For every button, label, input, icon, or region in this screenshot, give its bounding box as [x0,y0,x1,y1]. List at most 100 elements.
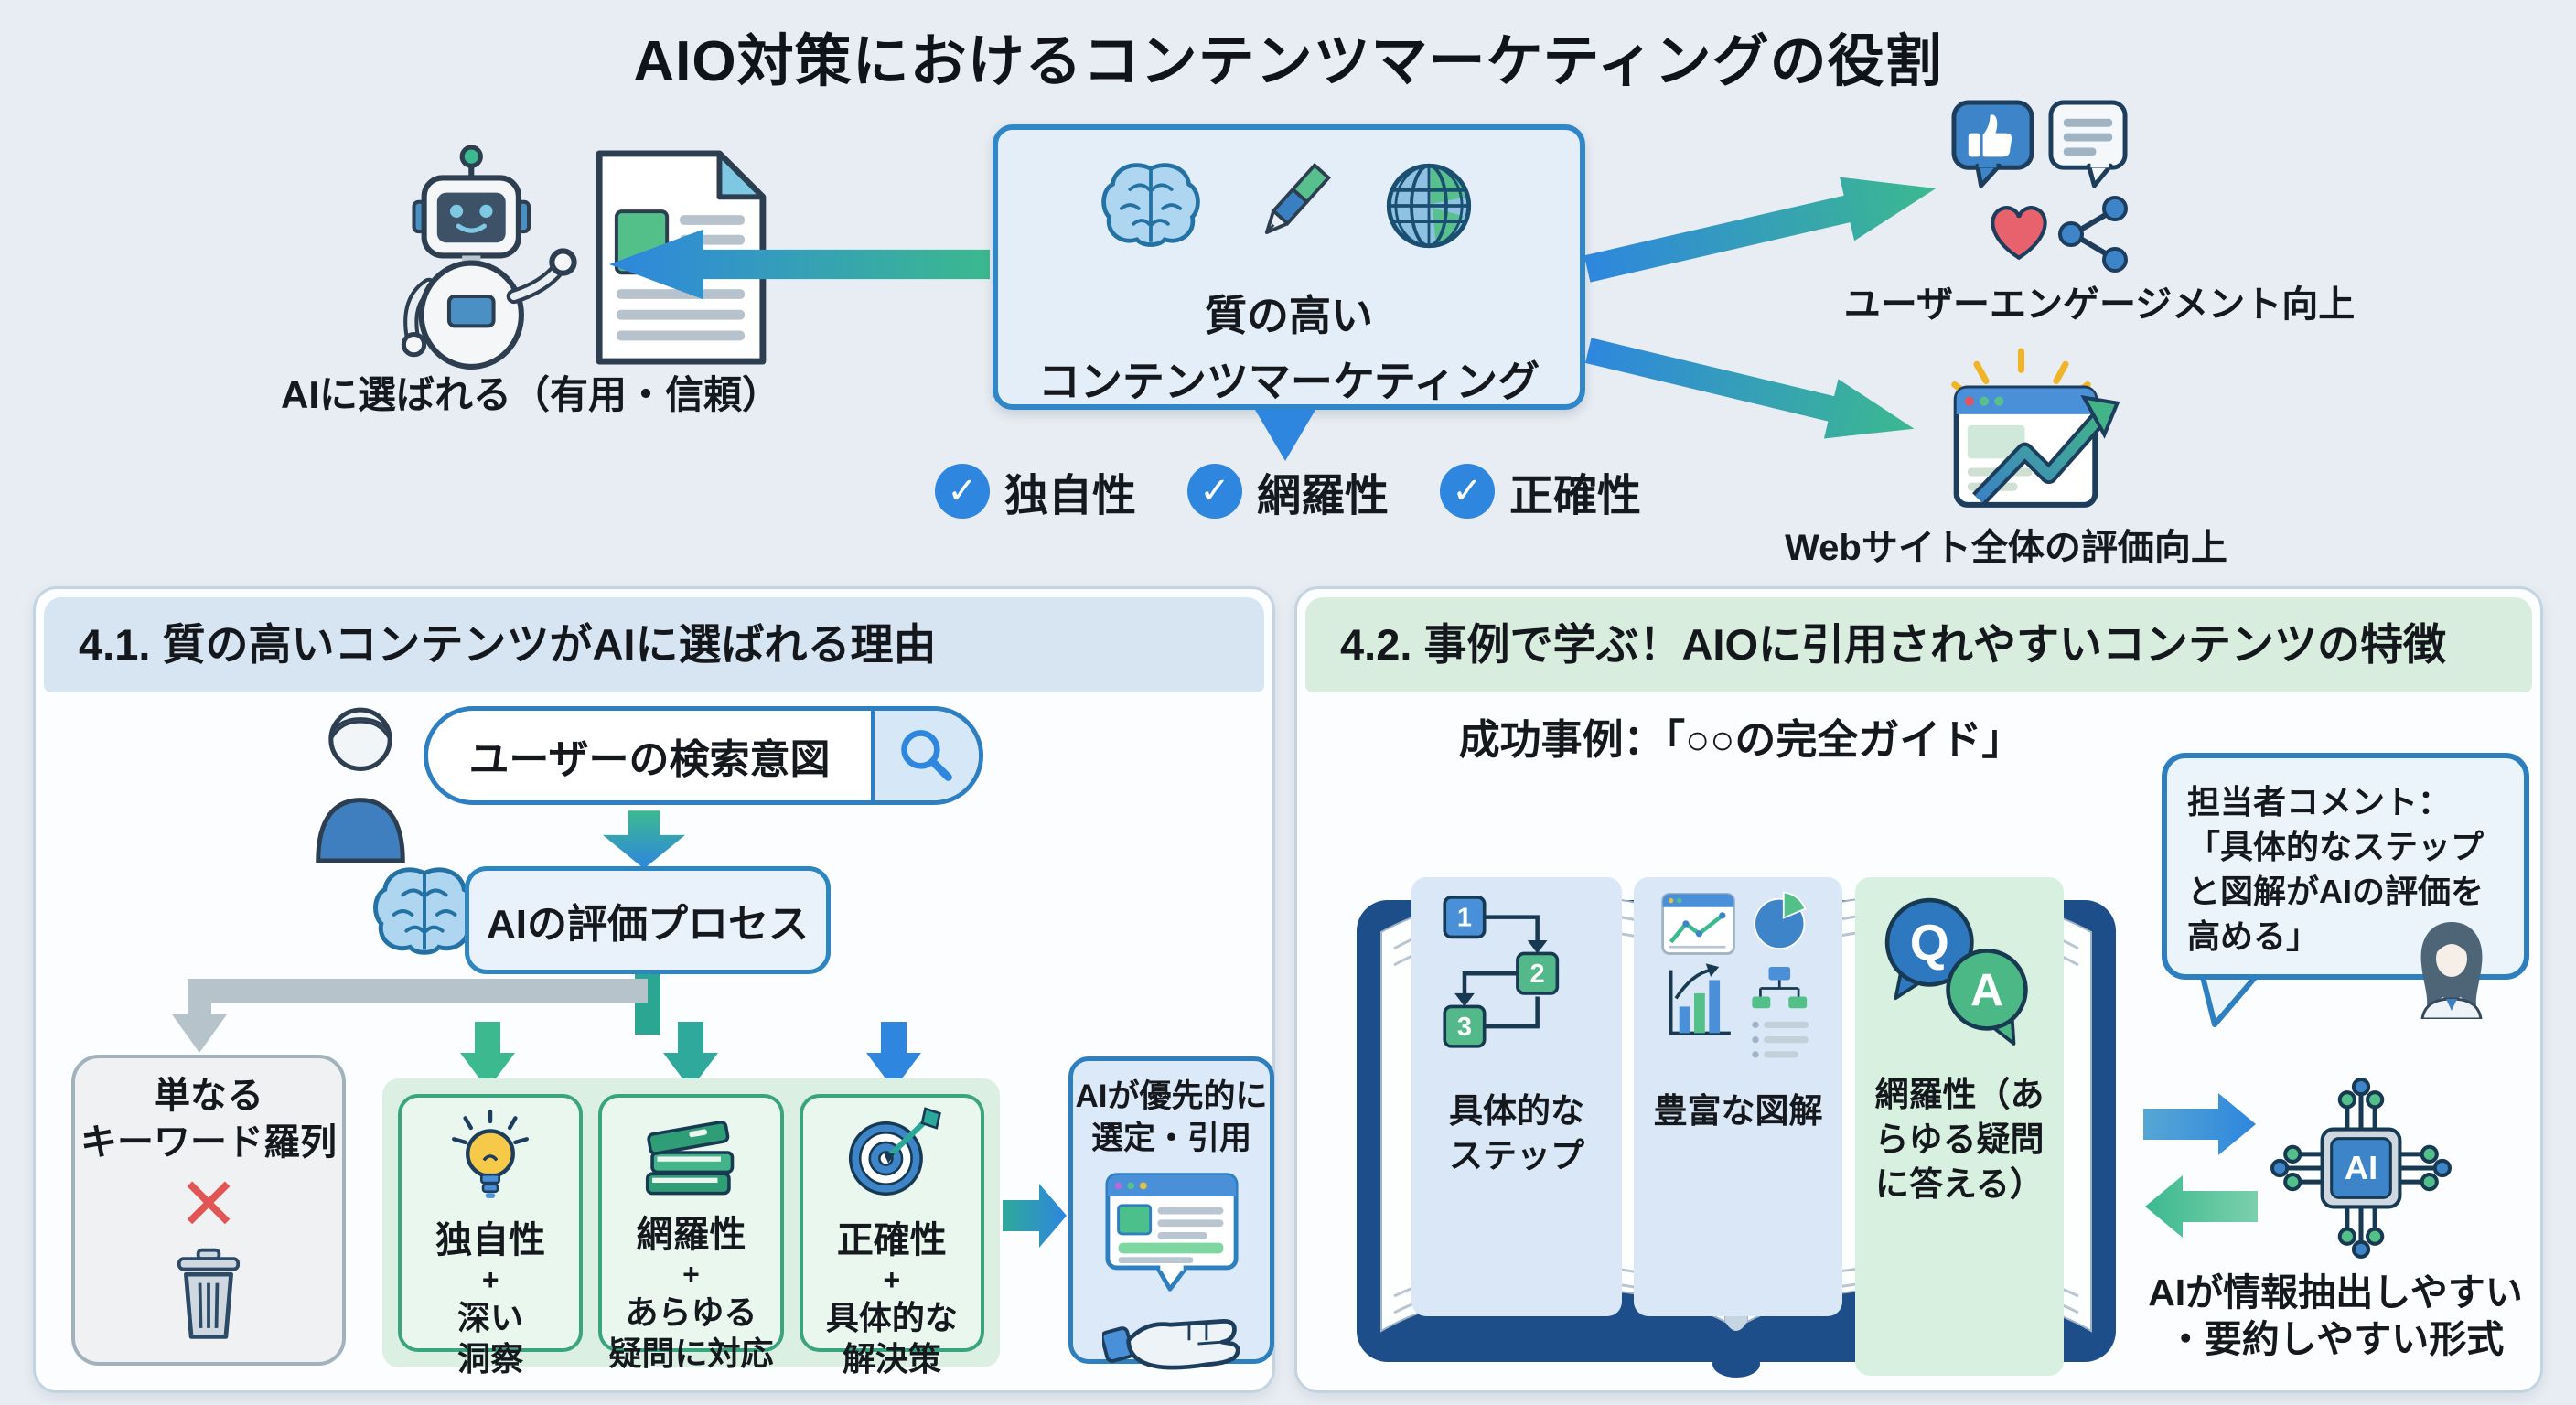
factors-container: 独自性 + 深い 洞察 網羅性 + あらゆる 疑 [382,1078,1000,1378]
format-line2: ・要約しやすい形式 [2166,1318,2505,1361]
search-value: ユーザーの検索意図 [468,737,831,782]
comment-line2: 「具体的なステップ [2187,827,2485,865]
factor-box-coverage: 網羅性 + あらゆる 疑問に対応 [598,1094,784,1372]
engagement-label: ユーザーエンゲージメント向上 [1843,284,2356,325]
target-icon [842,1107,942,1208]
reject-line1: 単なる [154,1076,263,1116]
panel-4-1-heading: 4.1. 質の高いコンテンツがAIに選ばれる理由 [44,597,1264,692]
brain-icon [370,862,478,967]
reject-box: 単なる キーワード羅列 ✕ [71,1055,346,1366]
a-letter: A [1970,964,2003,1015]
qa-icon: Q A [1877,890,2042,1059]
comment-icon [2047,99,2129,194]
factor-title: 独自性 [435,1220,546,1260]
comment-line4: 高める」 [2187,917,2320,955]
result-line2: 選定・引用 [1090,1120,1251,1156]
arrow-down-small-icon [1255,410,1315,461]
website-growth-icon [1921,340,2130,516]
card-label: らゆる疑問 [1874,1121,2045,1159]
ai-format-note: AIが情報抽出しやすい ・要約しやすい形式 [2125,1270,2546,1364]
step-number: 2 [1530,960,1545,989]
check-icon: ✓ [1440,464,1495,519]
reject-line2: キーワード羅列 [80,1122,337,1164]
pen-icon [1240,155,1342,262]
user-icon [308,695,413,870]
page-title: AIO対策におけるコンテンツマーケティングの役割 [633,30,1943,93]
quality-checks-row: ✓ 独自性 ✓ 網羅性 ✓ 正確性 [831,459,1745,523]
format-line1: AIが情報抽出しやすい [2148,1271,2523,1314]
panel-4-2-heading: 4.2. 事例で学ぶ！AIOに引用されやすいコンテンツの特徴 [1305,597,2532,692]
card-label: に答える） [1875,1165,2044,1204]
cross-mark-icon: ✕ [177,1164,240,1246]
center-box-line2: コンテンツマーケティング [1037,358,1540,405]
check-icon: ✓ [1186,464,1242,519]
card-label: 豊富な図解 [1653,1092,1823,1130]
comment-line1: 担当者コメント： [2187,783,2452,820]
comment-line3: と図解がAIの評価を [2187,872,2485,910]
step-number: 3 [1457,1013,1472,1042]
check-label: 独自性 [1004,472,1136,520]
panel-4-1: 4.1. 質の高いコンテンツがAIに選ばれる理由 ユーザーの検索意図 AIの [33,586,1275,1393]
factor-desc: 洞察 [457,1339,524,1378]
factor-box-originality: 独自性 + 深い 洞察 [398,1094,584,1378]
arrow-up-right-icon [1579,150,1948,306]
snippet-icon [1100,1164,1243,1303]
check-label: 正確性 [1509,472,1642,520]
robot-icon [380,145,599,371]
factor-title: 正確性 [836,1220,947,1260]
arrow-right-icon [1003,1182,1068,1254]
search-icon [871,711,979,800]
hand-icon [1100,1295,1241,1382]
factor-desc: 疑問に対応 [608,1334,774,1372]
branch-connectors [58,974,1064,1102]
card-label: 網羅性（あ [1874,1076,2045,1113]
left-outcome-label: AIに選ばれる（有用・信頼） [280,373,780,416]
ai-priority-box: AIが優先的に 選定・引用 [1068,1056,1274,1370]
card-label: 具体的な [1449,1092,1584,1130]
ai-eval-box: AIの評価プロセス [465,866,831,974]
center-box-icons [1097,154,1481,263]
factor-desc: 解決策 [842,1339,941,1378]
arrow-from-ai-icon [2143,1174,2258,1244]
plus-sign: + [883,1263,901,1296]
arrow-left-icon [606,225,993,304]
result-line1: AIが優先的に [1075,1078,1268,1114]
chip-label: AI [2345,1149,2377,1186]
brain-icon [1097,158,1205,258]
arrow-to-ai-icon [2143,1091,2258,1162]
plus-sign: + [481,1263,499,1296]
charts-icon [1659,890,1817,1074]
heart-icon [1985,201,2053,268]
bubble-tail-icon [2198,971,2262,1033]
factor-desc: 具体的な [825,1298,958,1336]
ai-chip-icon: AI [2269,1076,2453,1265]
globe-icon [1377,154,1481,263]
factor-box-accuracy: 正確性 + 具体的な 解決策 [799,1094,984,1378]
step-number: 1 [1457,904,1472,933]
share-icon [2056,196,2133,277]
book-card-charts: 豊富な図解 [1634,877,1842,1316]
arrow-down-icon [603,810,685,874]
factor-desc: 深い [457,1298,524,1336]
q-letter: Q [1910,915,1949,971]
case-label: 成功事例：「○○の完全ガイド」 [1458,716,2023,763]
engagement-icons [1950,99,2138,274]
check-icon: ✓ [934,464,990,519]
center-box-line1: 質の高い [1205,292,1373,339]
arrow-down-right-icon [1578,317,1925,471]
check-item: ✓ 網羅性 [1186,459,1389,523]
like-icon [1950,99,2036,194]
check-item: ✓ 独自性 [934,459,1136,523]
book-card-steps: 1 2 3 具体的な ステップ [1411,877,1622,1316]
check-label: 網羅性 [1256,472,1389,520]
book-card-coverage: Q A 網羅性（あ らゆる疑問 に答える） [1855,877,2064,1376]
factor-desc: あらゆる [625,1292,757,1331]
books-icon [638,1107,744,1203]
woman-avatar-icon [2406,917,2497,1024]
steps-flow-icon: 1 2 3 [1438,890,1595,1074]
search-input: ユーザーの検索意図 [424,706,983,805]
center-content-box: 質の高い コンテンツマーケティング [993,124,1585,410]
factor-title: 網羅性 [636,1215,746,1255]
check-item: ✓ 正確性 [1440,459,1641,523]
